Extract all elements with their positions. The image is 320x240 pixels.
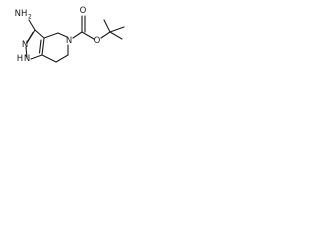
bond-c4-n5	[57, 32, 68, 38]
atom-label-pyrazole-n1-h: H	[17, 54, 23, 64]
bond-c3-n2-double	[25, 31, 34, 44]
atom-label-pyrazole-n2: N	[22, 40, 28, 50]
atom-labels: NH 2 N H N N O O	[15, 6, 101, 64]
bond-c7a-c3a-double	[38, 39, 42, 54]
bond-ester-o-tbu-c	[100, 31, 111, 39]
bond-c3a-c3	[34, 29, 45, 39]
bond-c3a-c4	[43, 32, 59, 39]
bond-tbu-methyl-1	[109, 26, 125, 33]
bonds	[25, 15, 125, 63]
atom-label-ester-o: O	[94, 36, 101, 46]
atom-label-amine: NH	[15, 9, 28, 19]
atom-label-carbonyl-o: O	[80, 6, 87, 16]
bond-c7a-c3a	[41, 37, 45, 56]
bond-tbu-methyl-3	[109, 31, 123, 40]
atom-label-amine-subscript: 2	[28, 14, 32, 21]
bond-carbonyl-c-ester-o	[81, 31, 95, 40]
bond-c7-c7a	[41, 54, 57, 63]
chemical-structure: NH 2 N H N N O O	[15, 6, 125, 64]
atom-label-pyrazole-n1: N	[24, 54, 30, 64]
bond-n5-carbonyl-c	[72, 31, 83, 39]
atom-label-ring-n: N	[66, 36, 72, 46]
bond-n1-c7a	[30, 54, 43, 60]
bond-c3-nh2	[28, 19, 36, 31]
bond-n2-n1	[25, 46, 28, 59]
bond-tbu-methyl-2	[103, 19, 111, 33]
bond-c6-c7	[55, 54, 69, 63]
